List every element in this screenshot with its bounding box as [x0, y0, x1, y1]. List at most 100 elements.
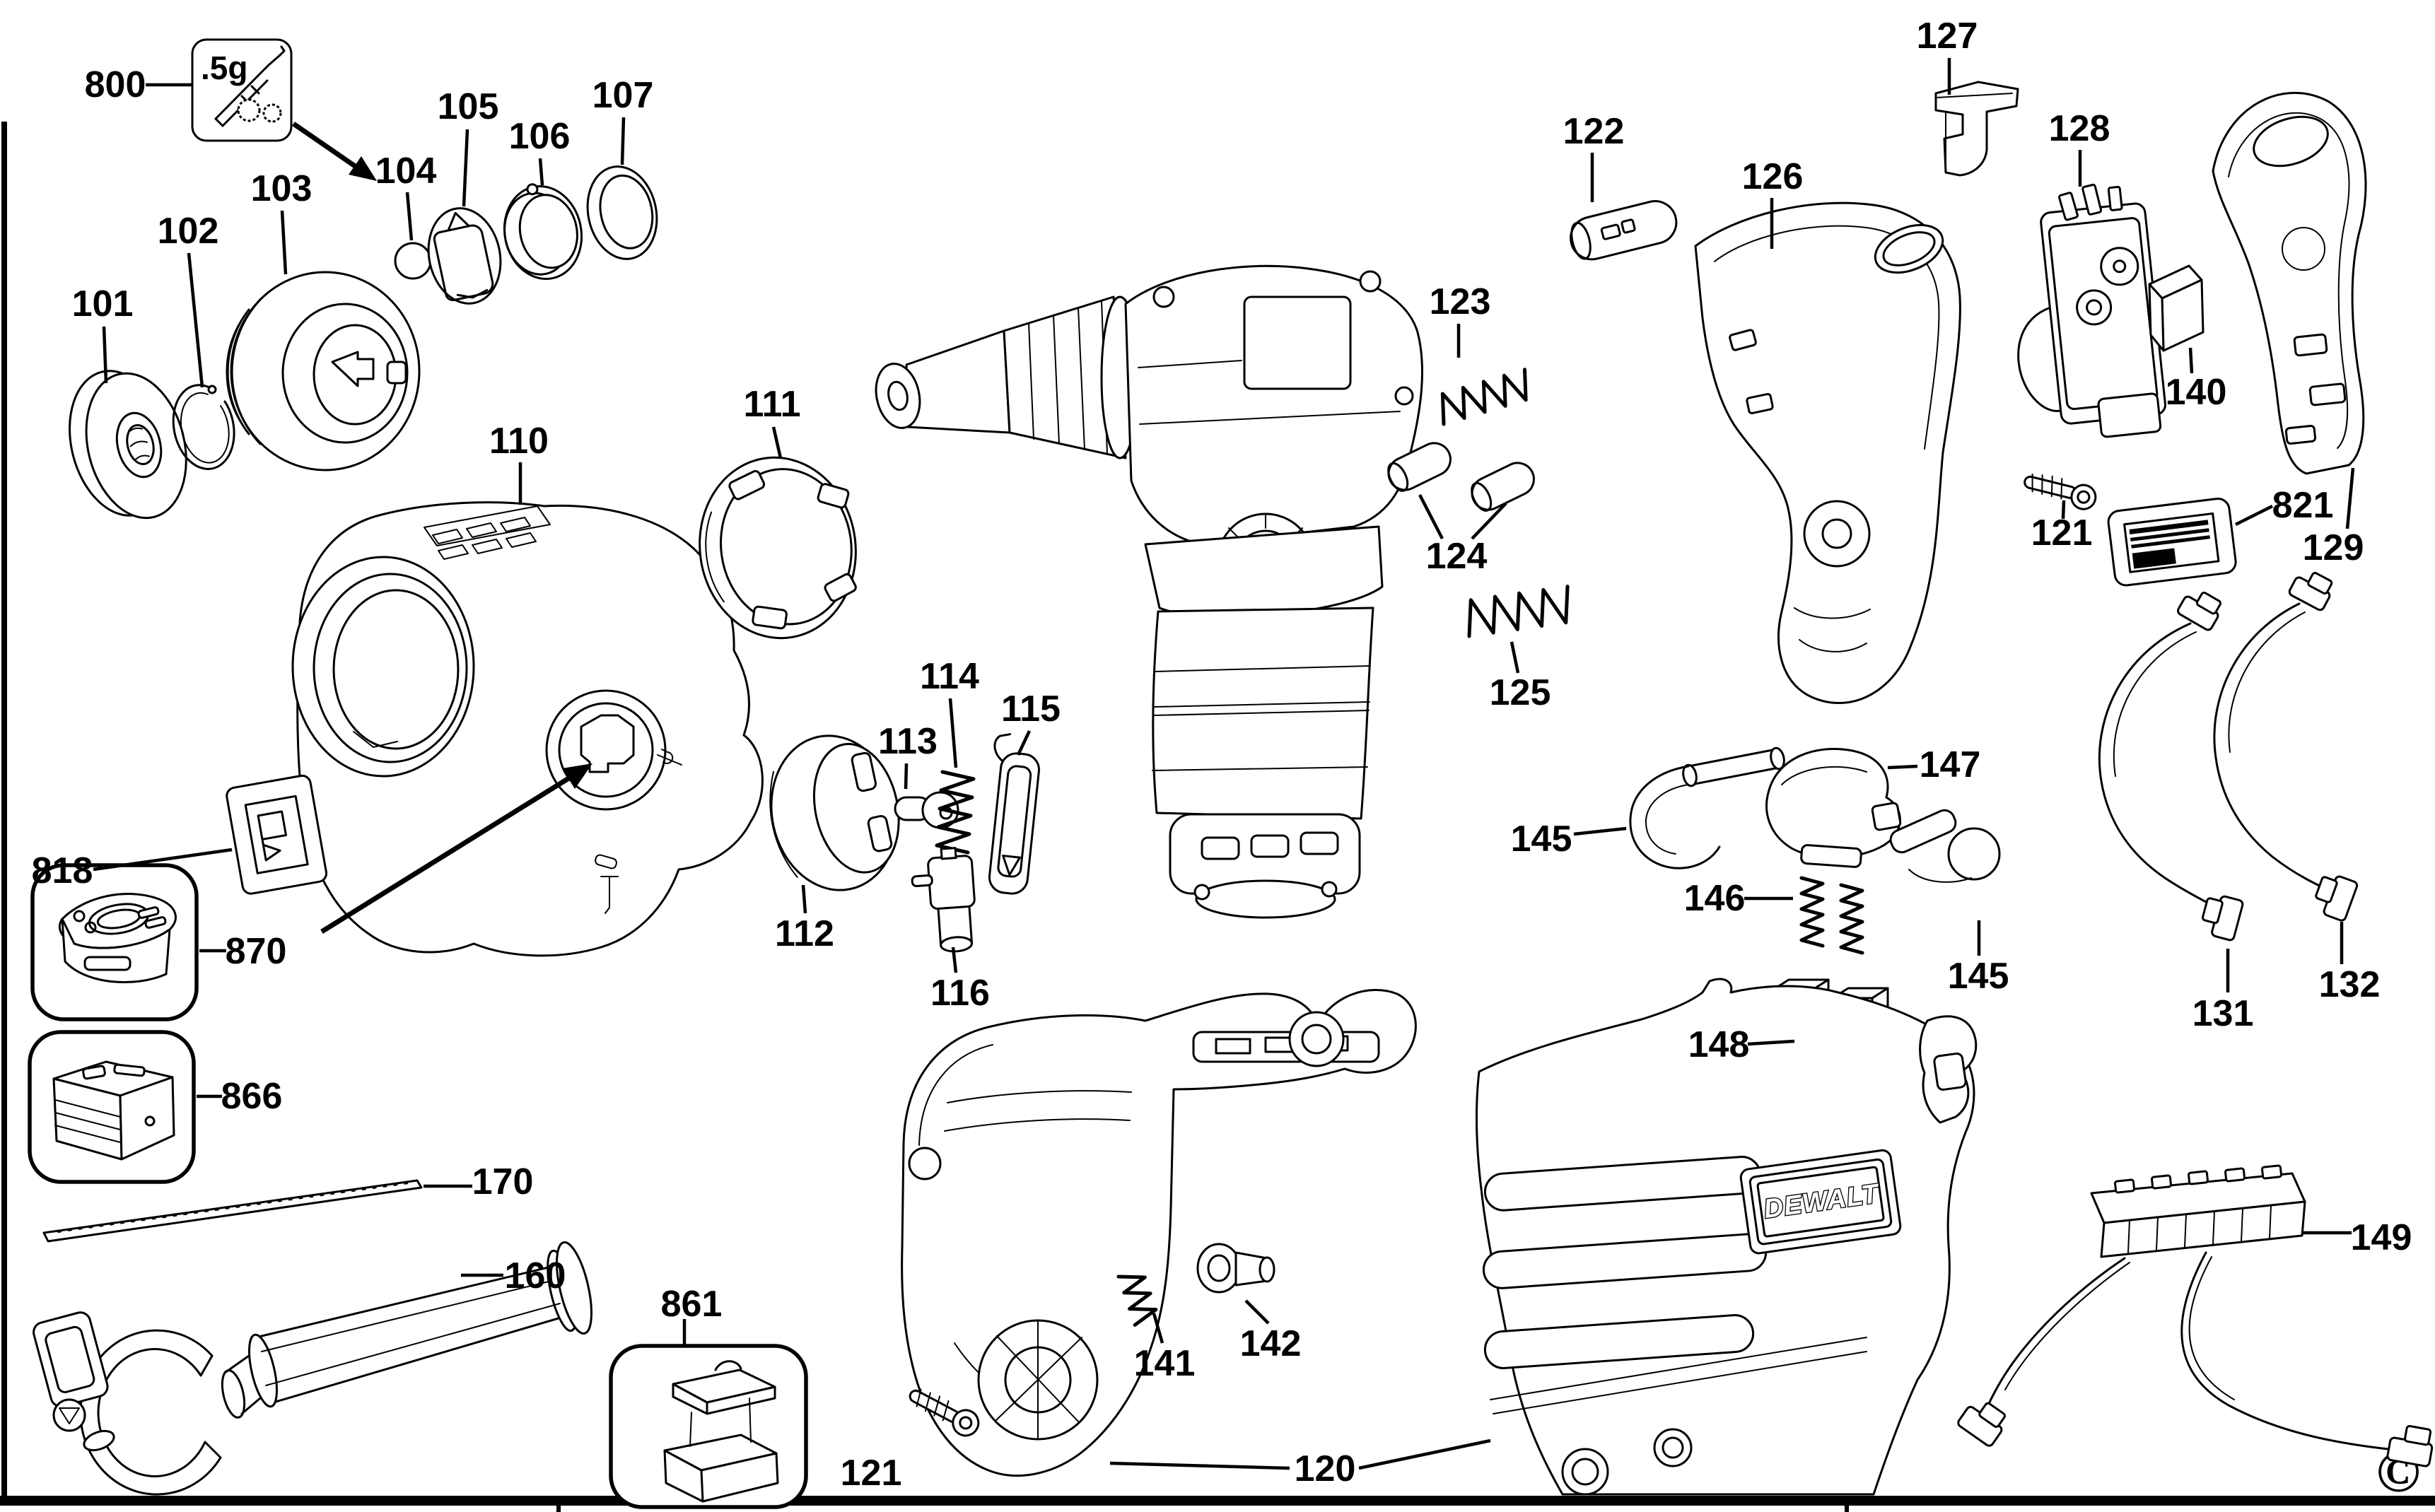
part-label-113: 113 [878, 721, 938, 762]
part-131-lead-wire-drawing [2098, 592, 2244, 942]
part-label-116: 116 [930, 973, 990, 1014]
part-label-170: 170 [472, 1161, 534, 1202]
part-label-128: 128 [2049, 108, 2110, 149]
part-821-nameplate-drawing [2107, 497, 2237, 587]
part-label-126: 126 [1742, 156, 1804, 197]
part-label-103: 103 [251, 168, 313, 209]
part-label-145: 145 [1511, 819, 1572, 860]
part-label-870: 870 [226, 931, 287, 972]
part-123-spring-drawing [1440, 368, 1528, 426]
part-label-121: 121 [841, 1453, 902, 1494]
part-103-chuck-collar-drawing [226, 271, 421, 471]
part-label-114: 114 [920, 656, 979, 697]
leader-line-103 [280, 210, 288, 275]
part-120-housing-right-half-drawing: DEWALT [1476, 978, 1978, 1496]
part-102-snap-ring-drawing [172, 384, 235, 470]
leader-line-101 [102, 326, 108, 384]
part-label-104: 104 [375, 151, 437, 192]
gearbox-motor-assembly-drawing [875, 264, 1424, 919]
leader-line-104 [405, 192, 414, 241]
part-label-107: 107 [592, 75, 654, 116]
leader-line-142 [1244, 1299, 1270, 1325]
grease-amount-note: .5g [201, 49, 247, 86]
part-label-129: 129 [2303, 527, 2364, 568]
leader-line-120 [1358, 1438, 1491, 1470]
assembly-arrow-head [562, 763, 592, 789]
part-label-861: 861 [661, 1284, 723, 1325]
leader-line-124 [1418, 493, 1444, 540]
part-label-131: 131 [2192, 993, 2254, 1034]
assembly-arrow [320, 775, 571, 934]
part-label-121: 121 [2031, 512, 2093, 553]
collar-arrow-marking [331, 351, 375, 387]
leader-line-114 [948, 698, 958, 768]
part-label-146: 146 [1684, 878, 1746, 919]
part-121-screw-drawing [2024, 473, 2097, 510]
leader-line-106 [538, 158, 544, 186]
leader-line-102 [187, 252, 204, 388]
part-label-145: 145 [1948, 956, 2009, 997]
part-label-149: 149 [2351, 1217, 2412, 1258]
part-label-101: 101 [72, 283, 134, 324]
part-label-124: 124 [1426, 536, 1488, 577]
leader-line-818 [93, 848, 233, 872]
part-129-handle-half-drawing [2212, 91, 2367, 475]
leader-line-145 [1573, 826, 1627, 836]
part-label-818: 818 [32, 850, 93, 891]
part-111-ring-gear-drawing [699, 456, 857, 640]
part-147-lock-button-drawing [1765, 748, 1902, 868]
part-label-110: 110 [489, 421, 549, 462]
part-label-132: 132 [2319, 964, 2381, 1005]
brand-plate: DEWALT [1739, 1149, 1902, 1255]
footer-table-rule [0, 1496, 2435, 1506]
part-label-160: 160 [505, 1255, 566, 1296]
leader-line-115 [1016, 730, 1032, 756]
part-160-side-handle-drawing [33, 1241, 592, 1496]
part-label-142: 142 [1240, 1323, 1302, 1364]
leader-line-821 [2234, 504, 2274, 527]
part-112-mode-knob-drawing [769, 734, 900, 891]
part-861-kitbox-drawing [609, 1344, 808, 1509]
part-label-102: 102 [158, 211, 219, 252]
part-label-112: 112 [775, 913, 834, 954]
leader-line-112 [801, 884, 807, 914]
part-132-lead-wire-drawing [2213, 572, 2359, 922]
part-label-115: 115 [1001, 688, 1061, 729]
leader-line-147 [1887, 764, 1918, 770]
part-170-depth-rod-drawing [42, 1179, 423, 1243]
part-110-gear-housing-drawing [291, 501, 764, 957]
part-label-821: 821 [2272, 485, 2334, 526]
leader-line-125 [1510, 641, 1520, 674]
part-label-105: 105 [438, 86, 499, 127]
leader-line-107 [620, 117, 626, 165]
leader-line-129 [2345, 467, 2355, 529]
part-label-106: 106 [509, 116, 571, 157]
leader-line-121 [2061, 500, 2066, 520]
part-122-cap-drawing [1570, 200, 1678, 261]
leader-line-141 [1152, 1313, 1164, 1344]
part-label-125: 125 [1490, 672, 1551, 713]
leader-line-124 [1471, 502, 1507, 540]
part-146-springs-drawing [1799, 876, 1864, 955]
part-115-selector-slide-drawing [988, 733, 1040, 895]
assembly-arrow [292, 122, 358, 170]
part-127-bracket-drawing [1934, 81, 2019, 177]
part-label-140: 140 [2166, 372, 2227, 413]
part-125-spring-drawing [1467, 585, 1570, 638]
part-104-ball-drawing [394, 242, 432, 280]
part-label-111: 111 [743, 384, 800, 425]
leader-line-148 [1747, 1039, 1795, 1046]
leader-line-105 [462, 129, 469, 207]
leader-line-111 [771, 426, 783, 459]
part-106-ring-drawing [503, 183, 583, 281]
leader-line-120 [1109, 1461, 1290, 1470]
part-101-washer-drawing [69, 370, 187, 520]
part-107-ring-drawing [586, 165, 658, 260]
part-label-148: 148 [1688, 1024, 1750, 1065]
part-label-123: 123 [1430, 281, 1491, 322]
part-800-grease-kit-drawing: .5g [191, 38, 377, 181]
part-label-866: 866 [221, 1076, 283, 1117]
leader-line-140 [2188, 347, 2194, 374]
